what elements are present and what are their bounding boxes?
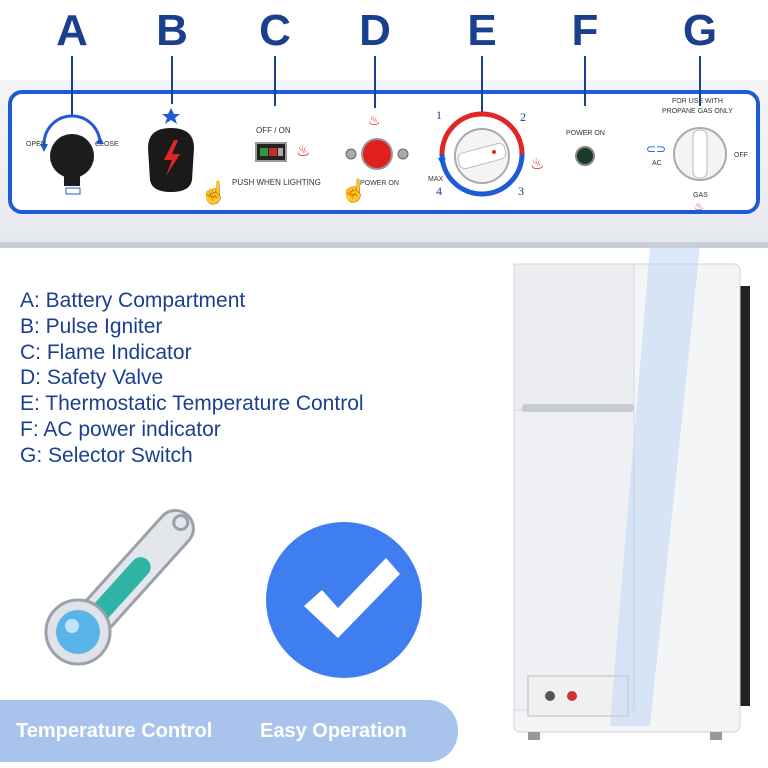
hand-pointer-icon: ☝ — [200, 179, 224, 206]
flame-off-on-label: OFF / ON — [256, 126, 291, 135]
pointer-line-d — [374, 56, 376, 108]
star-icon — [162, 108, 180, 124]
battery-open-label: OPEN — [26, 141, 46, 148]
pointer-line-e — [481, 56, 483, 112]
pointer-line-a — [71, 56, 73, 116]
pointer-line-c — [274, 56, 276, 106]
flame-icon: ♨ — [296, 143, 311, 160]
callout-letter-a: A — [56, 6, 88, 55]
pulse-igniter-button[interactable]: ☝ — [134, 108, 224, 208]
battery-close-label: CLOSE — [95, 141, 119, 148]
legend-item-f: F: AC power indicator — [20, 417, 221, 441]
component-legend: A: Battery Compartment B: Pulse Igniter … — [20, 288, 364, 469]
thermostat-setting-2: 2 — [520, 110, 526, 124]
selector-gas-label: GAS — [693, 192, 708, 199]
flame-icon: ♨ — [368, 112, 381, 128]
checkmark-icon — [266, 522, 422, 678]
legend-item-c: C: Flame Indicator — [20, 340, 192, 364]
safety-valve-power-on-label: POWER ON — [360, 180, 399, 187]
legend-item-a: A: Battery Compartment — [20, 289, 246, 312]
flame-icon: ♨ — [530, 156, 545, 173]
legend-item-g: G: Selector Switch — [20, 443, 193, 467]
hand-pointer-icon: ☝ — [340, 178, 368, 203]
callout-letter-d: D — [359, 6, 391, 55]
legend-item-e: E: Thermostatic Temperature Control — [20, 392, 364, 416]
legend-item-d: D: Safety Valve — [20, 366, 164, 390]
selector-ac-label: AC — [652, 160, 662, 167]
thermostat-setting-4: 4 — [436, 184, 442, 198]
ac-power-on-label: POWER ON — [566, 130, 605, 137]
feature-bar: Temperature Control Easy Operation — [0, 700, 458, 762]
selector-note-line2: PROPANE GAS ONLY — [662, 108, 733, 115]
callout-letter-g: G — [682, 6, 718, 55]
callout-letter-f: F — [571, 6, 599, 55]
flame-icon: ♨ — [694, 201, 704, 213]
push-when-lighting-label: PUSH WHEN LIGHTING — [232, 178, 321, 187]
safety-valve-button[interactable] — [344, 138, 410, 172]
ac-power-indicator-light — [575, 146, 595, 166]
flame-indicator-window — [255, 142, 287, 162]
pointer-line-f — [584, 56, 586, 106]
legend-item-b: B: Pulse Igniter — [20, 314, 163, 338]
battery-compartment-knob[interactable] — [36, 114, 108, 204]
callout-letter-b: B — [156, 6, 188, 55]
selector-off-label: OFF — [734, 152, 748, 159]
pointer-line-g — [699, 56, 701, 106]
thermostat-dial[interactable] — [428, 104, 538, 208]
thermostat-max-label: MAX — [428, 176, 444, 183]
callout-letter-e: E — [467, 6, 497, 55]
refrigerator-image — [513, 246, 750, 740]
selector-switch-knob[interactable] — [670, 124, 730, 184]
power-plug-icon: ⊂⊃ — [646, 142, 667, 156]
callout-letter-c: C — [259, 6, 291, 55]
pointer-line-b — [171, 56, 173, 104]
thermometer-icon — [44, 509, 195, 666]
feature-temperature-control: Temperature Control — [16, 720, 213, 742]
thermostat-setting-3: 3 — [518, 184, 524, 198]
selector-note-line1: FOR USE WITH — [672, 98, 723, 105]
thermostat-setting-1: 1 — [436, 108, 442, 122]
lightning-icon — [164, 140, 180, 176]
feature-easy-operation: Easy Operation — [260, 720, 407, 742]
